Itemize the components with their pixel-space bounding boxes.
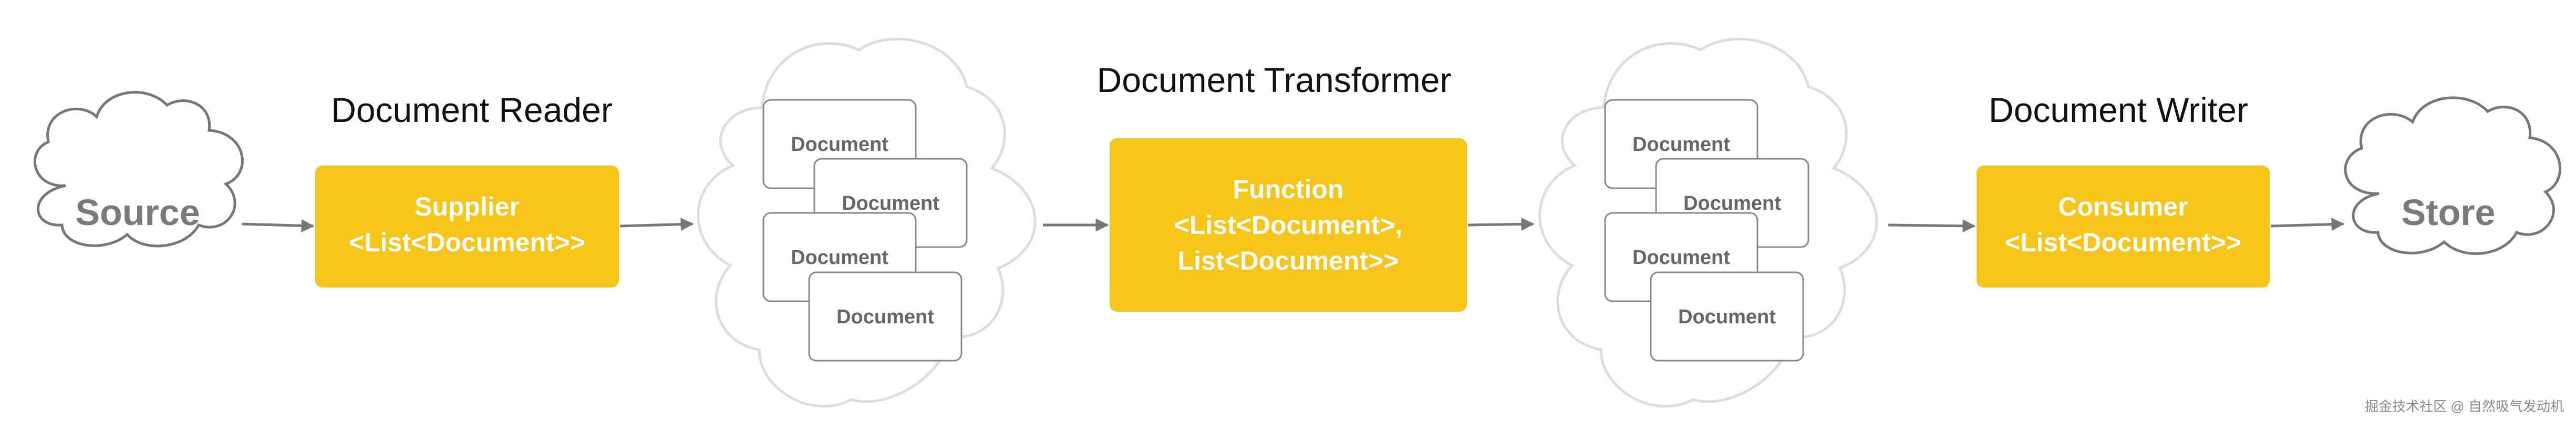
document-reader-stage: Document Reader Supplier <List<Document>… — [315, 90, 619, 288]
store-label: Store — [2402, 192, 2496, 233]
source-label: Source — [75, 192, 200, 233]
document-card: Document — [808, 271, 963, 362]
document-card-label: Document — [1632, 247, 1730, 269]
function-line1: Function — [1233, 175, 1343, 204]
flow-arrows — [241, 217, 2345, 233]
supplier-box — [315, 166, 619, 288]
arrow-transformer-to-documents — [1467, 217, 1535, 231]
document-card-label: Document — [1683, 192, 1781, 214]
arrow-writer-to-store — [2270, 218, 2345, 231]
consumer-line1: Consumer — [2058, 192, 2188, 221]
document-card-label: Document — [842, 192, 939, 214]
store-cloud-shape — [2344, 96, 2562, 256]
document-cloud-2: Document Document Document Document — [1538, 37, 1878, 408]
function-line3: List<Document>> — [1178, 246, 1399, 275]
document-writer-title: Document Writer — [1989, 90, 2248, 129]
source-cloud: Source — [34, 90, 244, 248]
function-line2: <List<Document>, — [1174, 210, 1403, 240]
source-cloud-shape — [34, 90, 244, 248]
supplier-line1: Supplier — [415, 192, 520, 221]
arrow-documents-to-writer — [1888, 219, 1976, 233]
document-card-label: Document — [1632, 134, 1730, 156]
document-reader-title: Document Reader — [331, 90, 613, 129]
document-card-label: Document — [1678, 306, 1776, 328]
document-card-label: Document — [791, 134, 888, 156]
function-box — [1110, 138, 1467, 312]
document-writer-stage: Document Writer Consumer <List<Document>… — [1977, 90, 2270, 288]
arrow-reader-to-documents — [619, 218, 694, 231]
document-transformer-stage: Document Transformer Function <List<Docu… — [1097, 60, 1467, 312]
store-cloud: Store — [2344, 96, 2562, 256]
consumer-box — [1977, 166, 2270, 288]
document-transformer-title: Document Transformer — [1097, 60, 1452, 99]
document-card-label: Document — [791, 247, 888, 269]
document-card: Document — [1650, 271, 1804, 362]
watermark-text: 掘金技术社区 @ 自然吸气发动机 — [2365, 399, 2564, 414]
document-cloud-1: Document Document Document Document — [697, 37, 1037, 408]
consumer-line2: <List<Document>> — [2005, 228, 2241, 257]
supplier-line2: <List<Document>> — [349, 228, 585, 257]
document-card-label: Document — [836, 306, 934, 328]
arrow-source-to-reader — [241, 219, 315, 232]
